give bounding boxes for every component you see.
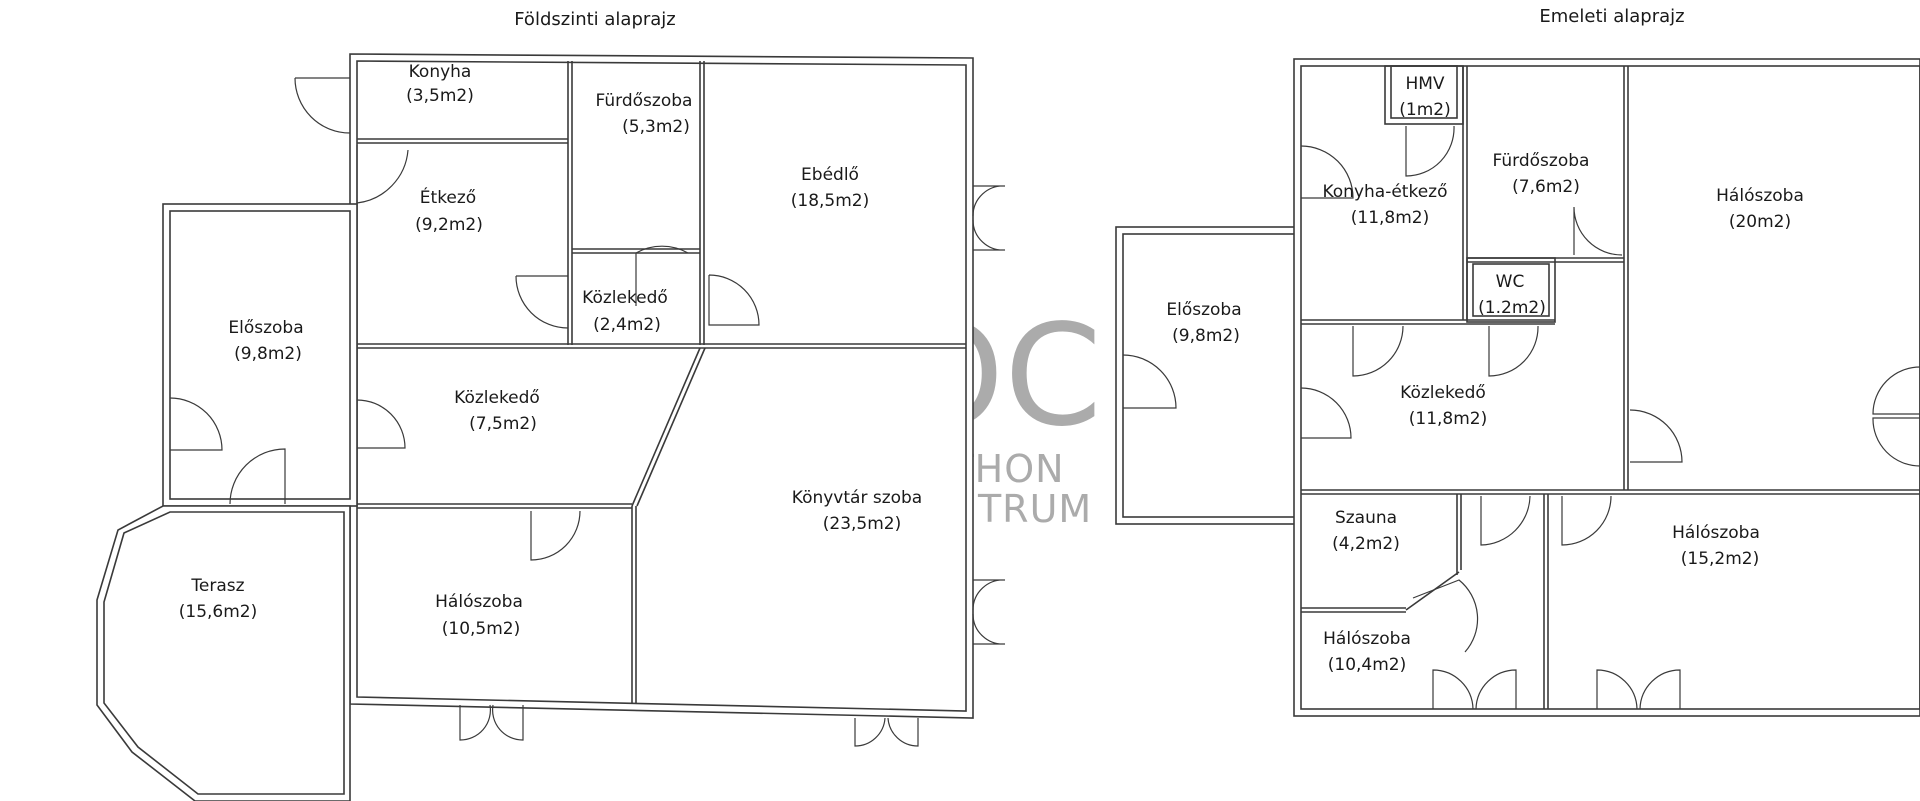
room-name: Szauna <box>1335 508 1397 528</box>
ground-eloszoba-wall <box>162 203 358 507</box>
room-name: Étkező <box>420 186 476 208</box>
room-area: (1m2) <box>1399 100 1450 120</box>
room-area: (1.2m2) <box>1478 298 1546 318</box>
room-name: Közlekedő <box>454 388 540 408</box>
room-name: Hálószoba <box>1716 186 1804 206</box>
room-area: (20m2) <box>1729 212 1791 232</box>
upper-doors <box>1122 125 1920 710</box>
room-name: Könyvtár szoba <box>792 488 922 508</box>
ground-terasz-wall <box>96 505 351 801</box>
room-area: (11,8m2) <box>1409 409 1488 429</box>
room-name: HMV <box>1405 74 1444 94</box>
upper-interior-walls <box>1301 65 1920 709</box>
ground-doors <box>169 77 1006 747</box>
room-name: Hálószoba <box>435 592 523 612</box>
room-area: (7,5m2) <box>469 414 537 434</box>
ground-floor-plan: Földszinti alaprajz <box>96 9 1006 801</box>
room-name: Hálószoba <box>1323 629 1411 649</box>
room-name: Ebédlő <box>801 165 859 185</box>
room-name: Konyha-étkező <box>1322 182 1447 202</box>
ground-plan-title: Földszinti alaprajz <box>514 9 676 30</box>
room-area: (9,8m2) <box>234 344 302 364</box>
room-name: Előszoba <box>228 318 303 338</box>
room-name: Fürdőszoba <box>1493 151 1590 171</box>
room-area: (23,5m2) <box>823 514 902 534</box>
room-area: (4,2m2) <box>1332 534 1400 554</box>
room-area: (9,2m2) <box>415 215 483 235</box>
room-area: (11,8m2) <box>1351 208 1430 228</box>
room-name: Közlekedő <box>1400 383 1486 403</box>
upper-floor-plan: Emeleti alaprajz <box>1115 6 1920 717</box>
room-name: Fürdőszoba <box>596 91 693 111</box>
room-name: Konyha <box>409 62 472 82</box>
room-area: (7,6m2) <box>1512 177 1580 197</box>
room-area: (10,5m2) <box>442 619 521 639</box>
room-name: Közlekedő <box>582 288 668 308</box>
upper-outer-wall <box>1293 58 1920 717</box>
ground-interior-walls <box>357 61 966 703</box>
room-name: Hálószoba <box>1672 523 1760 543</box>
room-name: Terasz <box>190 576 244 596</box>
room-area: (15,2m2) <box>1681 549 1760 569</box>
room-area: (5,3m2) <box>622 117 690 137</box>
room-area: (18,5m2) <box>791 191 870 211</box>
room-area: (10,4m2) <box>1328 655 1407 675</box>
room-area: (2,4m2) <box>593 315 661 335</box>
upper-plan-title: Emeleti alaprajz <box>1539 6 1684 27</box>
room-name: Előszoba <box>1166 300 1241 320</box>
upper-eloszoba-wall <box>1115 226 1297 525</box>
room-name: WC <box>1496 272 1525 292</box>
room-area: (9,8m2) <box>1172 326 1240 346</box>
room-area: (15,6m2) <box>179 602 258 622</box>
room-area: (3,5m2) <box>406 86 474 106</box>
